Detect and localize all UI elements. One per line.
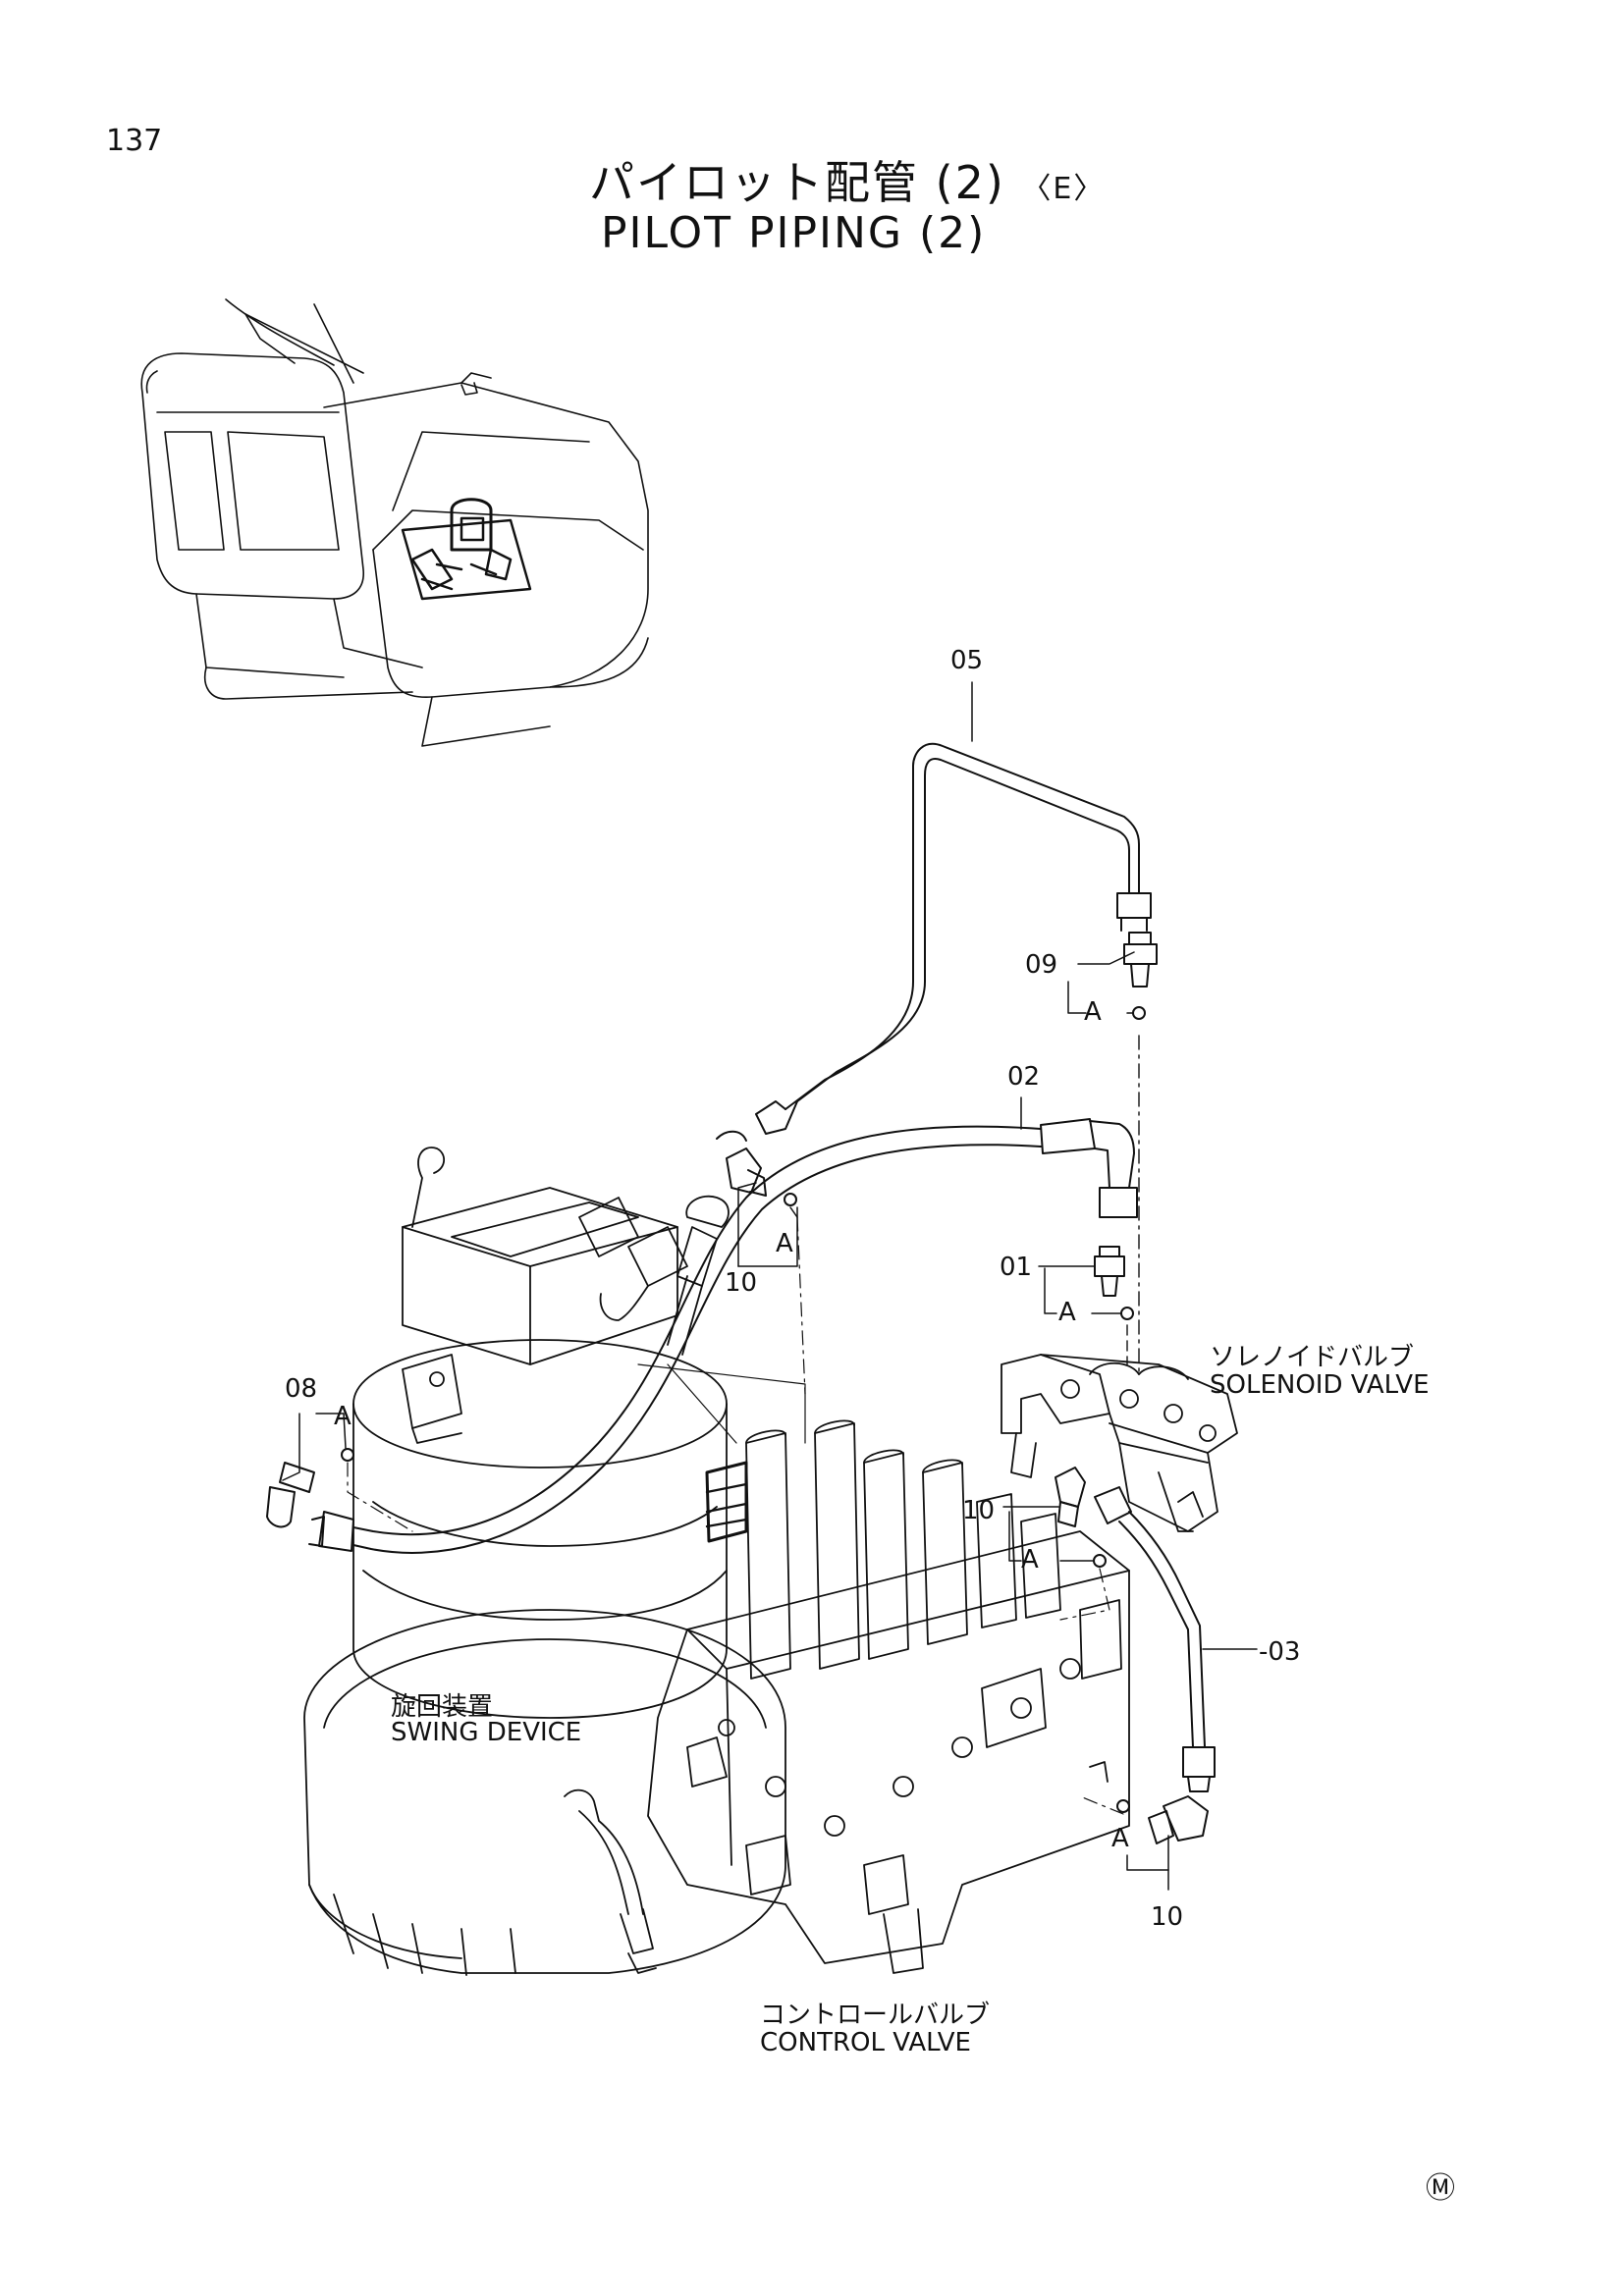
callout-a-10-mid: A bbox=[1021, 1545, 1039, 1575]
swing-label-jp: 旋回装置 bbox=[391, 1692, 494, 1722]
swing-device bbox=[303, 1147, 786, 1976]
title-english: PILOT PIPING (2) bbox=[601, 208, 987, 258]
solenoid-valve bbox=[1001, 1354, 1238, 1532]
callout-03: -03 bbox=[1259, 1637, 1301, 1667]
solenoid-label-jp: ソレノイドバルブ bbox=[1210, 1343, 1415, 1372]
model-mark: 〈E〉 bbox=[1021, 172, 1106, 206]
leader-lines bbox=[282, 681, 1258, 1891]
callout-10-bottom: 10 bbox=[1151, 1902, 1184, 1932]
fitting-10-mid bbox=[1055, 1467, 1107, 1568]
title-japanese: パイロット配管 (2) 〈E〉 bbox=[589, 147, 1105, 212]
swing-label-en: SWING DEVICE bbox=[391, 1718, 582, 1747]
callout-a-10-bottom: A bbox=[1111, 1824, 1129, 1853]
solenoid-label-en: SOLENOID VALVE bbox=[1210, 1370, 1430, 1400]
callout-a-08: A bbox=[334, 1402, 352, 1431]
pipe-02 bbox=[308, 1118, 1138, 1554]
callout-10-top: 10 bbox=[725, 1268, 758, 1298]
excavator-overview bbox=[140, 298, 649, 747]
callout-01: 01 bbox=[1000, 1253, 1033, 1282]
page-number: 137 bbox=[106, 124, 163, 158]
callout-a-10-top: A bbox=[776, 1229, 793, 1258]
callout-09: 09 bbox=[1025, 950, 1058, 980]
pipe-05 bbox=[755, 743, 1152, 1135]
title-japanese-text: パイロット配管 (2) bbox=[589, 156, 1005, 209]
control-label-en: CONTROL VALVE bbox=[760, 2028, 971, 2057]
callout-10-mid: 10 bbox=[962, 1496, 996, 1525]
callout-05: 05 bbox=[950, 646, 984, 675]
callout-02: 02 bbox=[1007, 1062, 1041, 1092]
fitting-01 bbox=[1094, 1246, 1134, 1365]
pipe-03 bbox=[1094, 1486, 1216, 1792]
footer-mark: Ⓜ bbox=[1426, 2171, 1455, 2206]
fitting-10-top bbox=[716, 1130, 797, 1206]
fitting-10-bottom bbox=[1116, 1795, 1209, 1844]
fitting-08 bbox=[266, 1448, 354, 1528]
control-valve bbox=[647, 1419, 1130, 1974]
control-label-jp: コントロールバルブ bbox=[760, 2001, 991, 2030]
callout-a-01: A bbox=[1058, 1298, 1076, 1327]
callout-a-09: A bbox=[1084, 997, 1102, 1027]
callout-08: 08 bbox=[285, 1374, 318, 1404]
